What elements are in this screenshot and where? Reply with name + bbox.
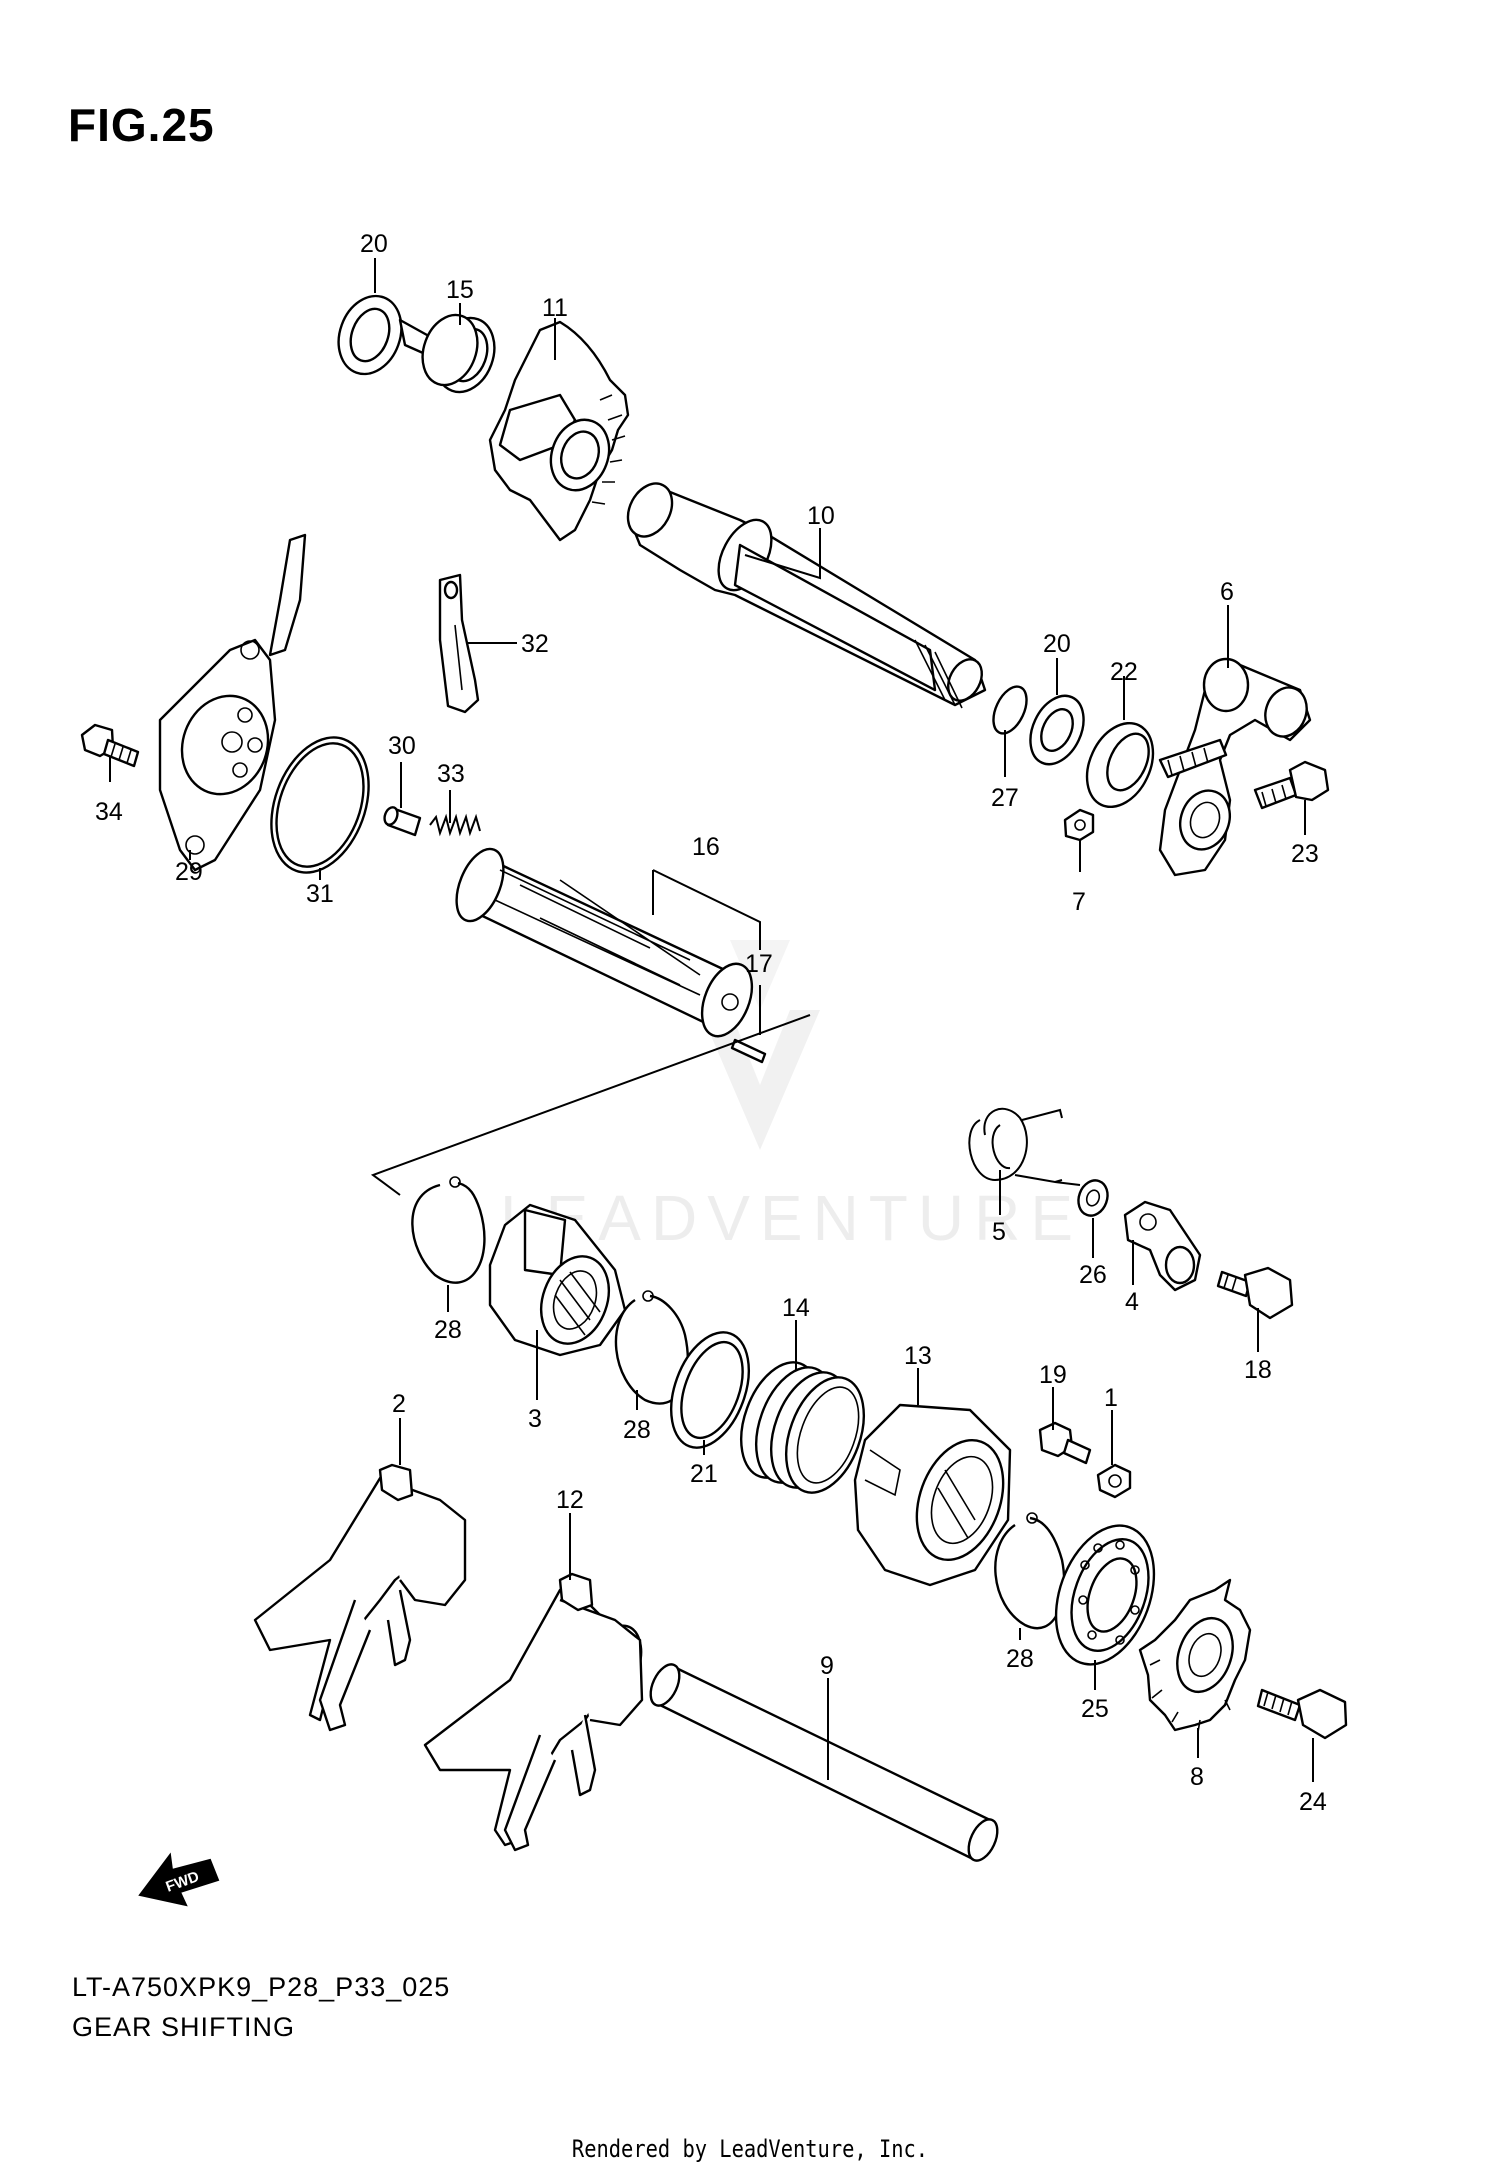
callout-10[interactable]: 10: [807, 502, 835, 530]
part-25-bearing[interactable]: [1038, 1512, 1172, 1678]
part-34-bolt[interactable]: [80, 723, 140, 768]
part-10-shift-shaft[interactable]: [619, 476, 988, 709]
callout-7[interactable]: 7: [1072, 888, 1086, 916]
section-name: GEAR SHIFTING: [72, 2012, 296, 2042]
callout-6[interactable]: 6: [1220, 578, 1234, 606]
callout-28-a[interactable]: 28: [434, 1316, 462, 1344]
callout-11[interactable]: 11: [542, 294, 568, 322]
part-28-circlip-c[interactable]: [994, 1512, 1066, 1630]
callout-26[interactable]: 26: [1079, 1261, 1107, 1289]
callout-12[interactable]: 12: [556, 1486, 584, 1514]
callout-18[interactable]: 18: [1244, 1356, 1272, 1384]
leader-lines: [109, 258, 1314, 1782]
part-4-stopper-arm[interactable]: [1123, 1200, 1202, 1292]
model-code: LT-A750XPK9_P28_P33_025: [72, 1972, 451, 2002]
part-12-shift-fork[interactable]: [423, 1572, 648, 1852]
part-24-bolt[interactable]: [1256, 1688, 1348, 1740]
part-16-gearshift-cam[interactable]: [447, 842, 761, 1043]
callout-29[interactable]: 29: [175, 858, 203, 886]
part-23-bolt[interactable]: [1253, 760, 1330, 810]
part-13-shift-cam-body[interactable]: [853, 1403, 1019, 1587]
part-6-shift-lever[interactable]: [1158, 657, 1313, 877]
callout-32[interactable]: 32: [521, 630, 549, 658]
part-2-shift-fork[interactable]: [253, 1463, 467, 1732]
callout-3[interactable]: 3: [528, 1405, 542, 1433]
callout-5[interactable]: 5: [992, 1218, 1006, 1246]
part-28-circlip-a[interactable]: [411, 1176, 486, 1284]
part-1-washer[interactable]: [1096, 1463, 1132, 1499]
callout-labels: 20 15 11 10 32 6 20 22 27 23 7 34 29 31 …: [95, 230, 1327, 1816]
leader-16: [652, 869, 761, 950]
fwd-direction-arrow: FWD: [138, 1852, 220, 1907]
callout-22[interactable]: 22: [1110, 658, 1138, 686]
watermark-text: LEADVENTURE: [500, 1182, 1083, 1254]
callout-30[interactable]: 30: [388, 732, 416, 760]
callout-20-right[interactable]: 20: [1043, 630, 1071, 658]
callout-8[interactable]: 8: [1190, 1763, 1204, 1791]
callout-14[interactable]: 14: [782, 1294, 810, 1322]
callout-28-c[interactable]: 28: [1006, 1645, 1034, 1673]
callout-15[interactable]: 15: [446, 276, 474, 304]
part-26-washer[interactable]: [1074, 1176, 1113, 1219]
part-5-spring[interactable]: [968, 1107, 1081, 1186]
part-15-spring[interactable]: [398, 307, 504, 400]
figure-title: FIG.25: [68, 99, 215, 151]
callout-33[interactable]: 33: [437, 760, 465, 788]
callout-19[interactable]: 19: [1039, 1361, 1067, 1389]
part-21-washer[interactable]: [657, 1322, 764, 1459]
callout-13[interactable]: 13: [904, 1342, 932, 1370]
part-20-washer-upper[interactable]: [328, 287, 412, 383]
callout-34[interactable]: 34: [95, 798, 123, 826]
callout-27[interactable]: 27: [991, 784, 1019, 812]
part-27-circlip[interactable]: [987, 681, 1034, 738]
callout-23[interactable]: 23: [1291, 840, 1319, 868]
callout-24[interactable]: 24: [1299, 1788, 1327, 1816]
callout-21[interactable]: 21: [690, 1460, 718, 1488]
part-19-screw[interactable]: [1038, 1421, 1092, 1465]
part-33-spring[interactable]: [429, 813, 481, 837]
callout-16[interactable]: 16: [692, 833, 720, 861]
callout-20[interactable]: 20: [360, 230, 388, 258]
callout-17[interactable]: 17: [745, 950, 773, 978]
part-32-clip[interactable]: [438, 573, 480, 714]
assembly-line: [370, 1014, 811, 1196]
part-17-pin[interactable]: [730, 1038, 767, 1064]
part-31-o-ring[interactable]: [254, 724, 386, 886]
part-3-cam-driven-gear[interactable]: [488, 1203, 627, 1357]
part-9-fork-shaft[interactable]: [645, 1660, 1003, 1865]
part-22-oil-seal[interactable]: [1074, 712, 1166, 817]
render-credit: Rendered by LeadVenture, Inc.: [571, 2135, 929, 2163]
part-7-nut[interactable]: [1063, 808, 1095, 842]
callout-4[interactable]: 4: [1125, 1288, 1139, 1316]
callout-28-b[interactable]: 28: [623, 1416, 651, 1444]
callout-1[interactable]: 1: [1104, 1384, 1118, 1412]
part-30-pin[interactable]: [382, 805, 422, 837]
callout-9[interactable]: 9: [820, 1652, 834, 1680]
part-8-cam-gear[interactable]: [1138, 1578, 1252, 1733]
callout-2[interactable]: 2: [392, 1390, 406, 1418]
part-20-washer-right[interactable]: [1020, 687, 1094, 773]
callout-25[interactable]: 25: [1081, 1695, 1109, 1723]
part-11-shift-arm[interactable]: [488, 320, 630, 542]
part-18-bolt[interactable]: [1216, 1266, 1294, 1320]
part-29-gear-position-cover[interactable]: [158, 533, 307, 872]
callout-31[interactable]: 31: [306, 880, 334, 908]
part-14-spring[interactable]: [727, 1352, 879, 1504]
